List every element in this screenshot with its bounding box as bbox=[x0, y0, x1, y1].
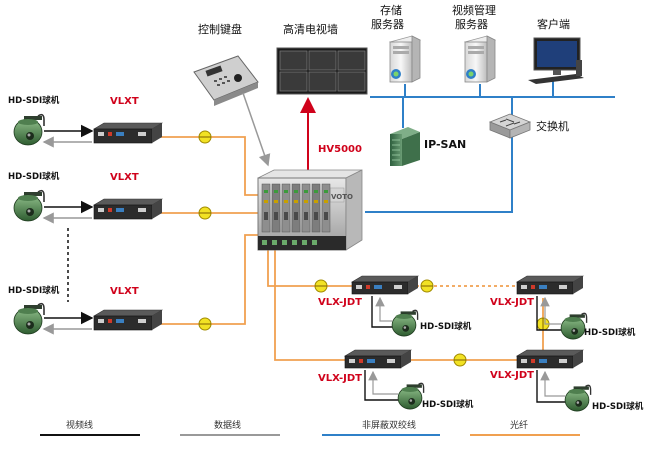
storage-server-label-2: 服务器 bbox=[371, 18, 404, 31]
hd-sdi-camera-label: HD-SDI球机 bbox=[584, 327, 636, 338]
vlxt-label: VLXT bbox=[110, 96, 139, 107]
fiber-connector-icon bbox=[453, 353, 467, 367]
fiber-transceiver-icon bbox=[515, 349, 585, 369]
data-line bbox=[375, 296, 392, 322]
data-line bbox=[540, 370, 565, 397]
vlx-jdt-label: VLX-JDT bbox=[318, 297, 362, 308]
video-wall-label: 高清电视墙 bbox=[283, 22, 338, 36]
fiber-transceiver-icon bbox=[515, 275, 585, 295]
dome-camera-icon bbox=[13, 189, 45, 222]
video-line bbox=[364, 370, 398, 401]
hd-sdi-camera-label: HD-SDI球机 bbox=[422, 399, 474, 410]
legend: 视频线 数据线 非屏蔽双绞线 光纤 bbox=[40, 419, 580, 436]
dome-camera-icon bbox=[13, 113, 45, 146]
control-keyboard-label: 控制键盘 bbox=[198, 22, 242, 36]
legend-video-label: 视频线 bbox=[66, 419, 93, 431]
network-lines bbox=[365, 80, 615, 213]
dome-camera-icon bbox=[397, 382, 425, 410]
data-line bbox=[540, 296, 561, 325]
fiber-connector-icon bbox=[314, 279, 328, 293]
hd-sdi-camera-label: HD-SDI球机 bbox=[8, 285, 60, 296]
hd-sdi-camera-label: HD-SDI球机 bbox=[420, 321, 472, 332]
fiber-transceiver-icon bbox=[350, 275, 420, 295]
vlxt-label: VLXT bbox=[110, 172, 139, 183]
fiber-transceiver-icon bbox=[343, 349, 413, 369]
dome-camera-icon bbox=[560, 312, 588, 340]
fiber-transceiver-icon bbox=[92, 309, 164, 331]
hd-sdi-camera-label: HD-SDI球机 bbox=[8, 95, 60, 106]
storage-server-label-1: 存储 bbox=[380, 3, 402, 17]
video-line bbox=[536, 370, 565, 403]
dome-camera-icon bbox=[564, 384, 592, 412]
dome-camera-icon bbox=[13, 302, 45, 335]
hv5000-label: HV5000 bbox=[318, 144, 362, 155]
vlxt-label: VLXT bbox=[110, 286, 139, 297]
fiber-connector-icon bbox=[420, 279, 434, 293]
matrix-chassis-icon: VOTO bbox=[257, 169, 363, 251]
hd-sdi-camera-label: HD-SDI球机 bbox=[592, 401, 644, 412]
vlx-jdt-label: VLX-JDT bbox=[318, 373, 362, 384]
chassis-brand: VOTO bbox=[331, 193, 353, 201]
ip-san-label: IP-SAN bbox=[424, 138, 466, 151]
video-mgmt-label-2: 服务器 bbox=[455, 18, 488, 31]
legend-data-label: 数据线 bbox=[214, 419, 241, 431]
keyboard-data-line bbox=[242, 92, 271, 167]
vlx-jdt-label: VLX-JDT bbox=[490, 370, 534, 381]
hd-sdi-camera-label: HD-SDI球机 bbox=[8, 171, 60, 182]
fiber-connectors bbox=[198, 130, 550, 367]
fiber-transceiver-icon bbox=[92, 122, 164, 144]
switch-label: 交换机 bbox=[536, 119, 569, 133]
fiber-connector-icon bbox=[198, 206, 212, 220]
fiber-connector-icon bbox=[198, 130, 212, 144]
ptz-keyboard-icon bbox=[193, 55, 259, 106]
video-mgmt-label-1: 视频管理 bbox=[452, 3, 496, 17]
fiber-connector-icon bbox=[198, 317, 212, 331]
tower-server-icon bbox=[463, 35, 497, 83]
legend-utp-label: 非屏蔽双绞线 bbox=[362, 419, 416, 431]
vlx-jdt-label: VLX-JDT bbox=[490, 297, 534, 308]
video-line bbox=[536, 296, 561, 331]
client-label: 客户端 bbox=[537, 17, 570, 31]
video-line bbox=[371, 296, 392, 328]
data-line bbox=[368, 370, 398, 395]
fiber-transceiver-icon bbox=[92, 198, 164, 220]
ip-san-icon bbox=[390, 127, 420, 166]
video-wall-icon bbox=[276, 47, 368, 95]
tower-server-icon bbox=[388, 35, 422, 83]
network-switch-icon bbox=[488, 113, 532, 139]
dome-camera-icon bbox=[391, 309, 419, 337]
monitor-icon bbox=[528, 37, 584, 84]
legend-fiber-label: 光纤 bbox=[510, 419, 528, 431]
